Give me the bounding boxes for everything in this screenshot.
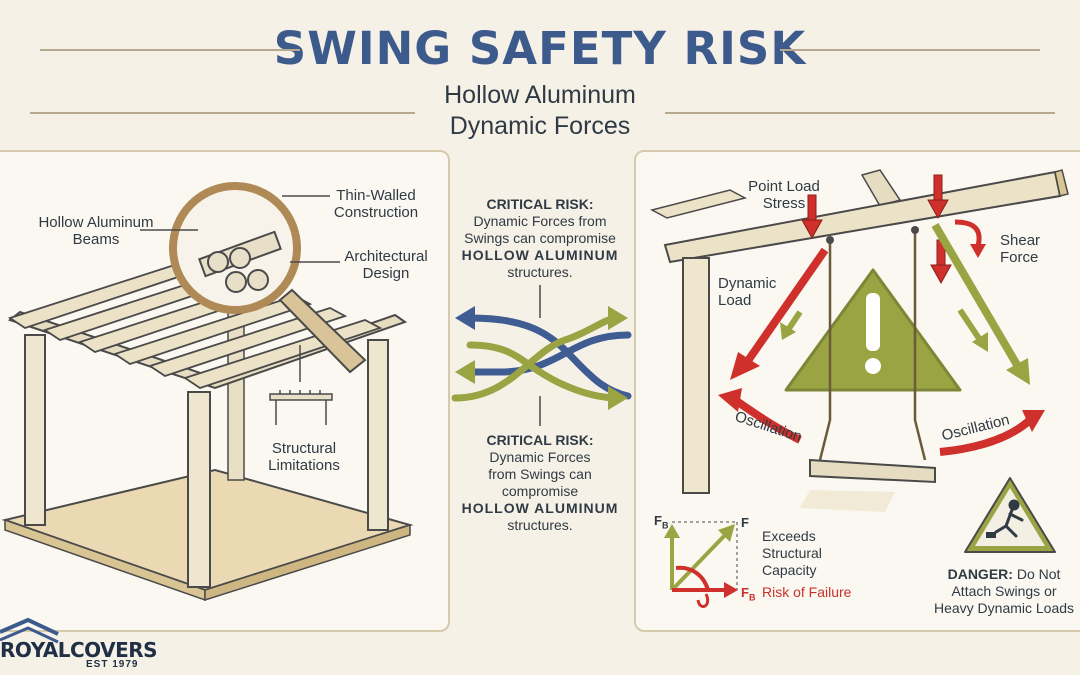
vector-fb-bottom-label: FB <box>741 585 756 603</box>
label-thin-walled-construction: Thin-Walled Construction <box>333 187 419 221</box>
label-point-load-stress: Point Load Stress <box>748 178 820 212</box>
page-title: SWING SAFETY RISK <box>273 22 807 75</box>
subtitle-line1: Hollow Aluminum <box>444 81 636 109</box>
vector-fb-top-label: FB <box>654 513 669 531</box>
label-risk-of-failure: Risk of Failure <box>762 584 852 600</box>
danger-warning-text: DANGER: Do Not Attach Swings or Heavy Dy… <box>933 566 1075 616</box>
label-hollow-aluminum-beams: Hollow Aluminum Beams <box>38 214 154 248</box>
divider-right-2 <box>665 112 1055 114</box>
logo-est: EST 1979 <box>86 659 139 670</box>
logo-name: ROYALCOVERS <box>0 638 158 662</box>
critical-risk-top: CRITICAL RISK: Dynamic Forces from Swing… <box>461 196 619 280</box>
vector-f-label: F <box>741 515 749 530</box>
subtitle-line2: Dynamic Forces <box>449 112 631 140</box>
critical-risk-bottom: CRITICAL RISK: Dynamic Forces from Swing… <box>461 432 619 533</box>
label-structural-limitations: Structural Limitations <box>268 440 340 474</box>
divider-right <box>780 49 1040 51</box>
label-architectural-design: Architectural Design <box>344 248 428 282</box>
label-exceeds-capacity: Exceeds Structural Capacity <box>762 528 822 578</box>
label-shear-force: Shear Force <box>1000 232 1041 266</box>
brand-logo: ROYALCOVERS EST 1979 <box>0 638 158 670</box>
label-dynamic-load: Dynamic Load <box>718 275 777 309</box>
divider-left <box>40 49 300 51</box>
divider-left-2 <box>30 112 415 114</box>
subtitle: Hollow Aluminum Dynamic Forces <box>0 80 1080 142</box>
